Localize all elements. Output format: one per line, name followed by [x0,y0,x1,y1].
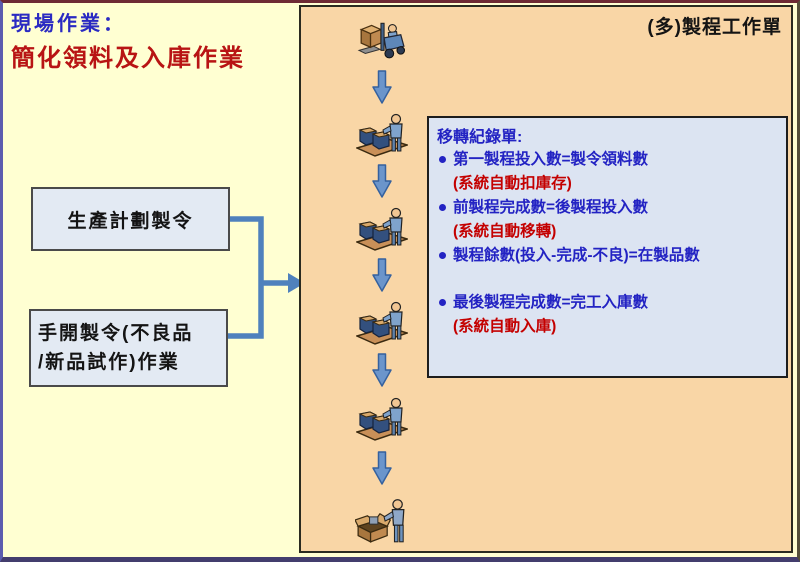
worker-station-icon [356,207,408,251]
bullet-process-remainder: 製程餘數(投入-完成-不良)=在製品數 [437,244,778,268]
worker-station-icon [356,397,408,441]
bullet-note: (系統自動移轉) [453,223,557,241]
transfer-record-title: 移轉紀錄單: [437,129,523,146]
down-arrow-icon [372,353,392,387]
bullet-main: 製程餘數(投入-完成-不良)=在製品數 [453,247,700,265]
box-manual-order: 手開製令(不良品 /新品試作)作業 [29,309,228,387]
down-arrow-icon [372,164,392,198]
bullet-final-process: 最後製程完成數=完工入庫數 (系統自動入庫) [437,291,778,339]
bullet-dot-icon [439,156,446,163]
down-arrow-icon [372,258,392,292]
bullet-main: 前製程完成數=後製程投入數 [453,199,649,217]
process-flow [348,19,416,545]
box-label: 生產計劃製令 [67,210,194,232]
down-arrow-icon [372,451,392,485]
bullet-prev-process: 前製程完成數=後製程投入數 (系統自動移轉) [437,196,778,244]
header: 現場作業： 簡化領料及入庫作業 [11,7,245,73]
bullet-dot-icon [439,204,446,212]
bullet-first-process: 第一製程投入數=製令領料數 (系統自動扣庫存) [437,148,778,196]
worker-station-icon [356,113,408,157]
process-panel: (多)製程工作單 [299,5,793,553]
forklift-box-icon [357,22,406,59]
bullet-main: 最後製程完成數=完工入庫數 [453,294,649,312]
box-label-line1: 手開製令(不良品 [38,322,194,344]
page-subtitle: 簡化領料及入庫作業 [11,45,245,72]
page-title: 現場作業： [11,13,126,35]
bullet-dot-icon [439,299,446,307]
bullet-dot-icon [439,252,446,260]
box-label-line2: /新品試作)作業 [38,352,180,373]
transfer-record-box: 移轉紀錄單: 第一製程投入數=製令領料數 (系統自動扣庫存) 前製程完成數=後製… [427,116,788,378]
packing-box-icon [355,499,405,543]
bullet-note: (系統自動入庫) [453,318,557,336]
box-production-plan-order: 生產計劃製令 [31,187,230,251]
panel-title: (多)製程工作單 [647,17,782,38]
bullet-note: (系統自動扣庫存) [453,175,572,193]
bullet-main: 第一製程投入數=製令領料數 [453,151,649,168]
down-arrow-icon [372,70,392,104]
worker-station-icon [356,301,408,345]
